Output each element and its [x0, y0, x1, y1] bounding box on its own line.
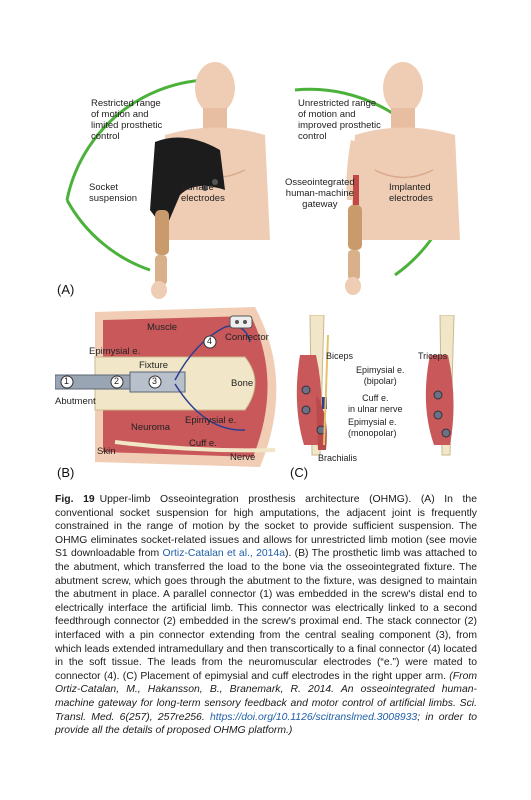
biceps-muscle	[296, 355, 322, 445]
label-biceps: Biceps	[326, 351, 354, 361]
label-num-1: 1	[64, 376, 70, 386]
label-epimysial-top: Epimysial e.	[89, 346, 141, 357]
label-surface-electrodes: Surface electrodes	[181, 182, 225, 204]
label-num-4: 4	[207, 336, 213, 346]
connector-pin-1	[235, 320, 239, 324]
label-restricted-range: Restricted range of motion and limited p…	[91, 98, 163, 142]
label-skin: Skin	[97, 446, 116, 457]
panel-a: Restricted range of motion and limited p…	[55, 60, 475, 300]
label-socket-suspension: Socket suspension	[89, 182, 138, 204]
label-gateway: Osseointegrated human-machine gateway	[285, 177, 355, 210]
triceps-electrode-1	[433, 390, 443, 400]
biceps-electrode-1	[301, 385, 311, 395]
panel-a-illustration	[65, 62, 460, 299]
left-socket	[150, 137, 225, 230]
left-prosthetic-upper	[155, 210, 169, 255]
label-implanted-electrodes: Implanted electrodes	[389, 182, 433, 204]
right-torso	[350, 127, 460, 240]
caption-text-1: Upper-limb Osseointegration prosthesis a…	[55, 494, 477, 560]
panel-b-illustration	[55, 307, 277, 467]
triceps-electrode-3	[441, 428, 451, 438]
triceps-muscle	[425, 355, 454, 445]
panel-c-letter: (C)	[290, 465, 309, 480]
caption-doi-link[interactable]: https://doi.org/10.1126/scitranslmed.300…	[210, 711, 418, 723]
lead-wire-2	[174, 383, 246, 431]
label-cuff: Cuff e.	[189, 438, 217, 449]
right-neck	[391, 108, 415, 128]
lead-wire	[174, 325, 251, 381]
left-figure	[65, 62, 270, 299]
left-surface-electrode	[212, 179, 218, 185]
left-prosthetic-lower	[155, 255, 167, 285]
ulnar-cuff	[322, 397, 327, 409]
label-abutment: Abutment	[55, 396, 96, 407]
right-prosthetic-upper	[348, 205, 362, 250]
connector-box	[229, 315, 253, 329]
marker-1	[60, 375, 74, 389]
left-green-arc-lower	[65, 199, 151, 272]
panel-a-letter: (A)	[57, 282, 75, 297]
caption-citation: (From Ortiz-Catalan, M., Hakansson, B., …	[55, 670, 477, 723]
marker-2	[110, 375, 124, 389]
right-chest-shadow	[374, 169, 434, 179]
label-nerve: Nerve	[230, 452, 256, 463]
panel-b: 1 2 3 4 Muscle Connector Epimysial e. Fi…	[55, 302, 295, 480]
label-neuroma: Neuroma	[131, 422, 171, 433]
label-bone: Bone	[231, 378, 254, 389]
label-cuff-ulnar: Cuff e. in ulnar nerve	[348, 393, 403, 414]
label-num-3: 3	[152, 376, 158, 386]
label-unrestricted-range: Unrestricted range of motion and improve…	[298, 98, 381, 142]
biceps-electrode-2	[301, 405, 311, 415]
nerve-line	[323, 334, 329, 446]
marker-4	[203, 335, 217, 349]
label-connector: Connector	[225, 332, 269, 343]
panel-c: Biceps Triceps Epimysial e. (bipolar) Cu…	[290, 315, 480, 480]
triceps-electrode-2	[433, 410, 443, 420]
left-surface-electrode-2	[202, 185, 208, 191]
marker-3	[148, 375, 162, 389]
label-brachialis: Brachialis	[318, 453, 358, 463]
label-fixture: Fixture	[139, 360, 169, 371]
label-epimysial-monopolar: Epimysial e. (monopolar)	[348, 417, 397, 438]
right-head	[383, 62, 423, 114]
caption-link-ortiz[interactable]: Ortiz-Catalan et al., 2014a	[162, 548, 285, 560]
figure-number: Fig. 19	[55, 494, 95, 505]
panel-b-letter: (B)	[57, 465, 75, 480]
label-muscle: Muscle	[147, 322, 178, 333]
left-neck	[203, 108, 227, 128]
label-num-2: 2	[114, 376, 120, 386]
right-figure	[294, 62, 460, 295]
left-green-arc	[65, 78, 206, 201]
label-epimysial-bipolar: Epimysial e. (bipolar)	[356, 365, 405, 386]
label-triceps: Triceps	[418, 351, 448, 361]
left-hand	[151, 281, 167, 299]
right-implant	[353, 175, 359, 205]
caption-text-2: ). (B) The prosthetic limb was attached …	[55, 548, 478, 682]
right-prosthetic-lower	[348, 250, 360, 280]
connector-pin-2	[243, 320, 247, 324]
label-epimysial-bottom: Epimysial e.	[185, 415, 237, 426]
nerve	[114, 440, 276, 453]
left-head	[195, 62, 235, 114]
right-hand	[345, 277, 361, 295]
caption-citation-end: ; in order to provide all the details of…	[55, 711, 477, 737]
right-residual-arm	[346, 140, 367, 200]
panel-c-illustration	[296, 315, 455, 456]
